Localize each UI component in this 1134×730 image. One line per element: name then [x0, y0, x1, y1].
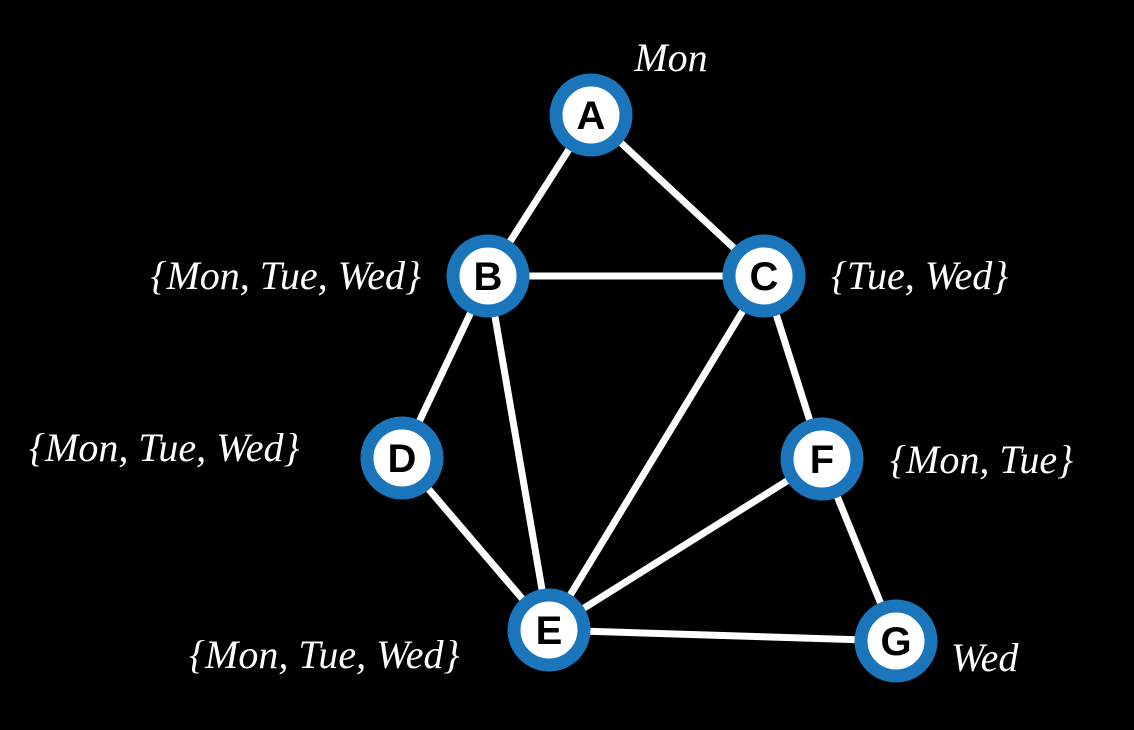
node-e: E [507, 588, 591, 672]
node-d-letter: D [388, 437, 417, 481]
node-a: A [549, 73, 633, 157]
node-b-letter: B [474, 255, 503, 299]
node-b-circle [446, 234, 530, 318]
node-a-letter: A [577, 94, 606, 138]
domain-label-g: Wed [951, 635, 1019, 680]
node-f-letter: F [810, 438, 834, 482]
edge-b-e [484, 275, 553, 631]
edge-c-e [546, 274, 767, 632]
domain-label-c: {Tue, Wed} [831, 253, 1008, 298]
node-d: D [360, 416, 444, 500]
node-c-letter: C [750, 255, 779, 299]
domain-label-e: {Mon, Tue, Wed} [189, 632, 460, 677]
nodes-layer: A B C D E F G [360, 73, 938, 683]
node-d-circle [360, 416, 444, 500]
node-a-circle [549, 73, 633, 157]
domain-labels-layer: Mon {Mon, Tue, Wed} {Tue, Wed} {Mon, Tue… [29, 35, 1073, 680]
domain-label-a: Mon [633, 35, 707, 80]
node-c-circle [722, 234, 806, 318]
edge-e-g [548, 626, 897, 645]
node-c: C [722, 234, 806, 318]
domain-label-d: {Mon, Tue, Wed} [29, 425, 300, 470]
edges-layer [398, 112, 900, 645]
node-g: G [854, 599, 938, 683]
node-f: F [780, 417, 864, 501]
edge-e-f [547, 456, 824, 633]
domain-label-b: {Mon, Tue, Wed} [150, 253, 421, 298]
node-e-letter: E [536, 609, 563, 653]
node-g-letter: G [880, 620, 911, 664]
node-e-circle [507, 588, 591, 672]
node-b: B [446, 234, 530, 318]
node-g-circle [854, 599, 938, 683]
node-f-circle [780, 417, 864, 501]
domain-label-f: {Mon, Tue} [890, 437, 1073, 482]
